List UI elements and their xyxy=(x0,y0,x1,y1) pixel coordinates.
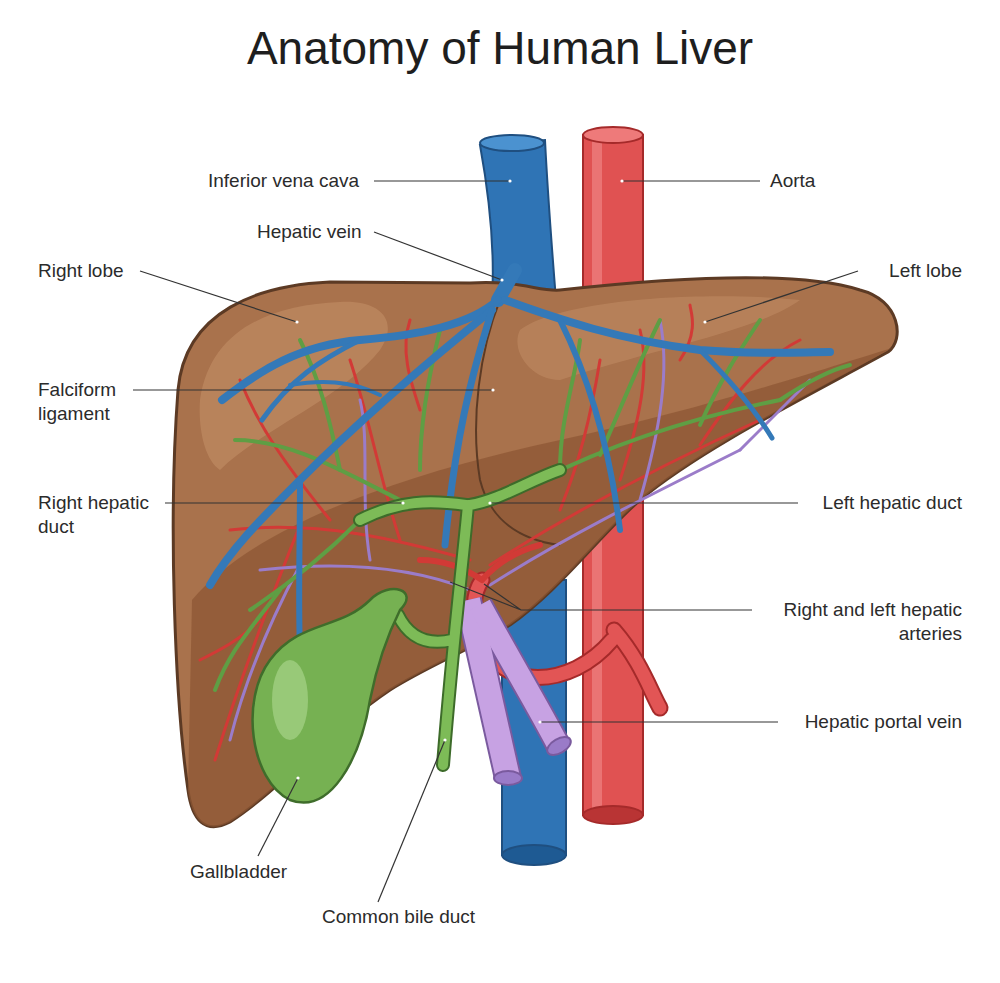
vena-cava-bottom xyxy=(502,845,566,865)
part-label: Hepatic portal vein xyxy=(805,710,962,734)
part-label: Right hepatic duct xyxy=(38,491,168,539)
falciform-ligament xyxy=(476,300,560,545)
leader-line xyxy=(133,389,493,390)
leader-line xyxy=(140,271,297,322)
portal-end xyxy=(494,771,522,785)
duct-branch xyxy=(540,400,780,480)
leader-line xyxy=(258,778,298,856)
leader-line xyxy=(540,721,778,722)
leader-dot xyxy=(295,320,298,323)
vein-branch xyxy=(505,300,830,353)
leader-dot xyxy=(500,278,503,281)
gallbladder-shine xyxy=(272,660,308,740)
leader-line xyxy=(705,271,858,322)
aorta-bottom xyxy=(583,806,643,824)
leader-dot xyxy=(538,720,541,723)
leader-dot xyxy=(296,776,299,779)
aorta-top xyxy=(583,127,643,143)
part-label: Right and left hepatic arteries xyxy=(762,598,962,646)
leader-line xyxy=(165,502,403,503)
vein-branch xyxy=(210,310,492,585)
part-label: Gallbladder xyxy=(190,860,287,884)
vein-branch xyxy=(290,382,380,395)
leader-line xyxy=(450,582,752,610)
leader-dot xyxy=(508,179,511,182)
leader-line xyxy=(490,502,798,503)
vein-branch xyxy=(222,300,498,400)
diagram-title: Anatomy of Human Liver xyxy=(0,20,1000,76)
portal-end xyxy=(544,733,574,758)
vein-branch xyxy=(296,480,303,650)
part-label: Hepatic vein xyxy=(257,220,362,244)
artery-split xyxy=(420,545,540,580)
leader-line xyxy=(622,180,760,181)
vein-branch xyxy=(560,320,620,530)
leader-line xyxy=(378,740,445,902)
leader-dot xyxy=(443,738,446,741)
liver-body xyxy=(173,278,897,827)
liver-highlight xyxy=(200,302,388,470)
part-label: Common bile duct xyxy=(322,905,475,929)
duct-branch xyxy=(250,520,360,610)
leader-dot xyxy=(620,179,623,182)
leader-dot xyxy=(703,320,706,323)
artery-outline xyxy=(614,630,660,708)
liver xyxy=(173,278,897,827)
vein-branch xyxy=(262,340,360,420)
part-label: Aorta xyxy=(770,169,815,193)
portal-vein xyxy=(468,600,574,785)
portal-branch xyxy=(740,380,810,450)
duct-branch xyxy=(235,440,400,500)
portal-fill xyxy=(480,605,558,745)
vena-cava-top xyxy=(480,135,544,151)
gallbladder xyxy=(253,589,407,802)
artery-fill xyxy=(614,630,660,708)
leader-lines xyxy=(133,181,858,902)
leader-dot xyxy=(491,388,494,391)
leader-line xyxy=(374,232,502,280)
liver-underside xyxy=(188,348,892,827)
gallbladder-sac xyxy=(253,589,407,802)
vein-branch xyxy=(700,350,772,438)
leader-dot xyxy=(488,501,491,504)
vein-trunk xyxy=(498,270,515,300)
part-label: Right lobe xyxy=(38,259,124,283)
liver-highlight-left xyxy=(517,296,800,380)
hepatic-veins xyxy=(210,270,830,650)
leader-line xyxy=(374,180,510,181)
leader-dot xyxy=(401,501,404,504)
part-label: Inferior vena cava xyxy=(208,169,359,193)
part-label: Left hepatic duct xyxy=(823,491,962,515)
portal-branch xyxy=(490,450,740,585)
part-label: Falciform ligament xyxy=(38,378,138,426)
duct-branch xyxy=(780,365,850,400)
part-label: Left lobe xyxy=(889,259,962,283)
leader-dots xyxy=(295,179,706,779)
artery-branch xyxy=(560,360,600,510)
